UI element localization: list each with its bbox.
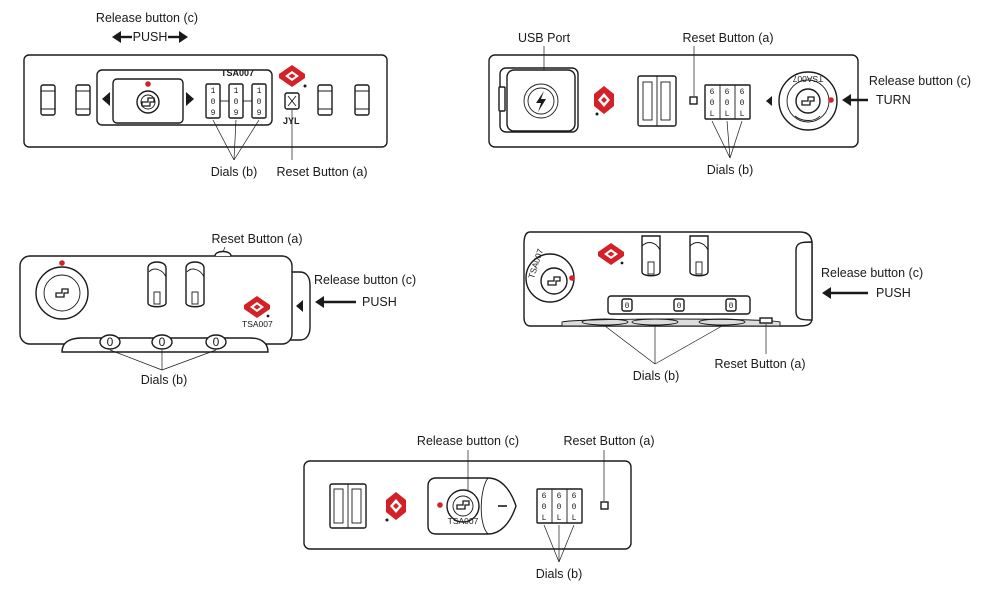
- svg-text:L: L: [725, 110, 730, 119]
- svg-text:0: 0: [557, 503, 562, 512]
- lock-1-dials[interactable]: 1 0 9 1 0 9 1 0 9: [205, 83, 267, 119]
- lock-5-reset-button[interactable]: [600, 501, 609, 510]
- svg-text:9: 9: [211, 109, 216, 118]
- lock-1-release-indicator: [145, 81, 151, 87]
- svg-text:1: 1: [211, 87, 216, 96]
- lock-1-dials-leaders: [212, 119, 260, 161]
- lock-5-tsa-text: TSA007: [448, 516, 479, 526]
- svg-text:0: 0: [107, 335, 114, 349]
- lock-2-arrow-icon: [766, 96, 772, 106]
- lock-1-push-label: PUSH: [133, 30, 168, 44]
- lock-2-dials[interactable]: 6 0 L 6 0 L 6 0 L: [704, 84, 751, 120]
- lock-2-reset-label: Reset Button (a): [682, 31, 773, 45]
- lock-5-reset-label: Reset Button (a): [563, 434, 654, 448]
- svg-text:0: 0: [729, 302, 734, 311]
- svg-text:1: 1: [257, 87, 262, 96]
- svg-text:0: 0: [211, 98, 216, 107]
- lock-1-release-label: Release button (c): [96, 11, 198, 25]
- svg-text:1: 1: [234, 87, 239, 96]
- lock-4-dials-leaders: [604, 325, 723, 365]
- lock-3-reset-label: Reset Button (a): [211, 232, 302, 246]
- lock-2-turn-label: TURN: [876, 93, 911, 107]
- svg-text:0: 0: [234, 98, 239, 107]
- svg-text:L: L: [740, 110, 745, 119]
- svg-text:0: 0: [572, 503, 577, 512]
- lock-1-latch-right-outer: [354, 84, 370, 116]
- svg-text:6: 6: [572, 492, 577, 501]
- svg-text:0: 0: [710, 99, 715, 108]
- lock-5: TSA007 6 0 L 6 0 L 6 0 L Release button …: [303, 434, 655, 581]
- lock-1-latch-left-inner: [75, 84, 91, 116]
- svg-text:0: 0: [213, 335, 220, 349]
- lock-3-latches: [147, 261, 205, 308]
- lock-5-dials-label: Dials (b): [536, 567, 583, 581]
- svg-text:6: 6: [725, 88, 730, 97]
- lock-1-tsa-text: TSA007: [221, 68, 254, 78]
- lock-1-push-arrows: [112, 31, 188, 43]
- lock-1-reset-label: Reset Button (a): [276, 165, 367, 179]
- svg-text:6: 6: [710, 88, 715, 97]
- svg-text:0: 0: [740, 99, 745, 108]
- lock-3-dials-leaders: [109, 349, 217, 371]
- lock-3-tsa-text: TSA007: [242, 319, 273, 329]
- lock-4-release-label: Release button (c): [821, 266, 923, 280]
- svg-text:0: 0: [625, 302, 630, 311]
- lock-4-reset-label: Reset Button (a): [714, 357, 805, 371]
- lock-1-latch-left-outer: [40, 84, 56, 116]
- lock-4-latches: [641, 235, 709, 277]
- lock-4: TSA007 0 0 0 Release button (c): [523, 231, 923, 383]
- lock-2: 6 0 L 6 0 L 6 0 L TSA007 USB Port Reset …: [488, 31, 971, 177]
- svg-text:L: L: [572, 514, 577, 523]
- lock-1-latch-right-inner: [317, 84, 333, 116]
- svg-text:0: 0: [542, 503, 547, 512]
- svg-text:9: 9: [257, 109, 262, 118]
- lock-4-reset-button[interactable]: [759, 317, 773, 324]
- lock-2-release-label: Release button (c): [869, 74, 971, 88]
- lock-3-push-arrow: [315, 296, 356, 308]
- lock-4-dials-label: Dials (b): [633, 369, 680, 383]
- lock-3-dials-label: Dials (b): [141, 373, 188, 387]
- svg-text:0: 0: [677, 302, 682, 311]
- lock-3: TSA007 0 0 0 Reset Button (a) Release bu…: [19, 232, 416, 387]
- lock-2-lightning-bolt-icon: [536, 91, 546, 112]
- lock-1-dials-label: Dials (b): [211, 165, 258, 179]
- lock-2-turn-arrow: [842, 94, 868, 106]
- lock-2-dials-label: Dials (b): [707, 163, 754, 177]
- lock-4-dials[interactable]: 0 0 0: [621, 298, 737, 312]
- lock-5-release-button[interactable]: [446, 489, 480, 523]
- svg-text:6: 6: [542, 492, 547, 501]
- lock-3-push-label: PUSH: [362, 295, 397, 309]
- lock-3-arrow-icon: [296, 300, 303, 312]
- lock-3-dials[interactable]: 0 0 0: [99, 334, 227, 350]
- lock-1-jyl-text: JYL: [283, 116, 300, 126]
- svg-text:L: L: [542, 514, 547, 523]
- lock-3-reset-button[interactable]: [214, 250, 232, 257]
- svg-text:0: 0: [159, 335, 166, 349]
- lock-1-arrow-left-icon: [102, 92, 110, 106]
- lock-5-dials[interactable]: 6 0 L 6 0 L 6 0 L: [536, 488, 583, 524]
- svg-text:L: L: [557, 514, 562, 523]
- svg-text:6: 6: [740, 88, 745, 97]
- lock-1: TSA007 1 0 9 1 0 9 1 0 9 JYL Release but…: [23, 11, 388, 179]
- svg-text:9: 9: [234, 109, 239, 118]
- lock-5-release-label: Release button (c): [417, 434, 519, 448]
- lock-2-tsa-text: TSA007: [792, 74, 823, 84]
- lock-5-dials-leaders: [543, 524, 575, 563]
- lock-4-push-arrow: [822, 287, 868, 299]
- lock-4-release-button[interactable]: [795, 241, 813, 321]
- svg-text:6: 6: [557, 492, 562, 501]
- lock-1-arrow-right-icon: [186, 92, 194, 106]
- svg-text:0: 0: [257, 98, 262, 107]
- lock-4-push-label: PUSH: [876, 286, 911, 300]
- svg-text:0: 0: [725, 99, 730, 108]
- lock-2-usb-label: USB Port: [518, 31, 571, 45]
- lock-2-dials-leaders: [711, 120, 743, 159]
- svg-text:L: L: [710, 110, 715, 119]
- lock-3-release-label: Release button (c): [314, 273, 416, 287]
- lock-1-inner-panel: [96, 69, 273, 126]
- lock-2-reset-button[interactable]: [689, 96, 698, 105]
